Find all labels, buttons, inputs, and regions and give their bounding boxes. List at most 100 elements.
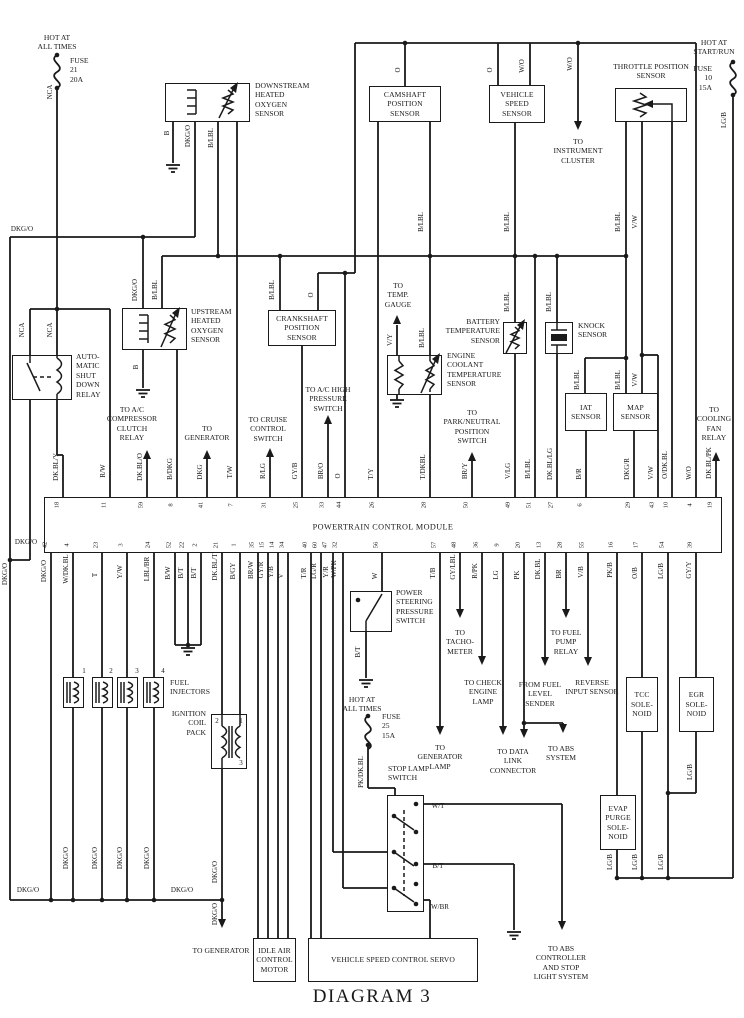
- battery-temp-sensor-label-text: SENSOR: [470, 335, 500, 345]
- wire-color-label: T/W: [226, 465, 234, 479]
- fuse-25-label-text: FUSE: [382, 712, 401, 721]
- wire-color-label: DKG/O: [1, 562, 9, 586]
- idle-air-control-motor-label: IDLE AIR: [258, 945, 291, 955]
- power-steering-switch-label-text: POWER: [396, 588, 423, 597]
- wire-color-label: T/R: [300, 567, 308, 579]
- to-cooling-fan-relay-text: RELAY: [701, 432, 727, 442]
- throttle-position-sensor-label-text: THROTTLE POSITION: [613, 62, 689, 71]
- wire-color-label: B/LBL: [503, 212, 511, 232]
- wire-color-label: PK: [513, 570, 521, 580]
- wire-color-label: PK/B: [606, 562, 614, 578]
- pcm-pin-number: 22: [178, 541, 186, 549]
- iat-sensor-label: SENSOR: [571, 412, 601, 421]
- to-ac-high-pressure-switch-text: PRESSURE: [309, 394, 347, 404]
- wire-color-label: DKG/O: [62, 846, 70, 870]
- pcm-pin-number: 9: [493, 543, 501, 547]
- wire-color-label: B/LBL: [417, 212, 425, 232]
- pcm-pin-number: 48: [450, 541, 458, 549]
- pcm-pin-number: 31: [260, 501, 268, 509]
- pcm-pin-number: 51: [525, 501, 533, 509]
- wire-color-label: T/Y: [367, 468, 375, 480]
- wire-color-label: B/LBL: [151, 280, 159, 300]
- upstream-oxygen-sensor-label-text: OXYGEN: [191, 325, 224, 335]
- asd-relay-label-text: MATIC: [76, 361, 100, 371]
- wire-color-label: LG/B: [657, 563, 665, 579]
- vehicle-speed-control-servo: VEHICLE SPEED CONTROL SERVO: [308, 938, 478, 982]
- wire-color-label: O: [394, 67, 402, 73]
- to-ac-high-pressure-switch-text: TO A/C HIGH: [305, 385, 351, 394]
- wire-color-label: V: [277, 573, 285, 579]
- ignition-coil-pack-label-text: PACK: [186, 727, 206, 737]
- wire-color-label: 3: [239, 759, 243, 767]
- pcm-pin-number: 4: [63, 543, 71, 547]
- power-steering-switch-label-text: STEERING: [396, 597, 433, 607]
- stop-lamp-switch-label-text: STOP LAMP: [388, 764, 430, 773]
- camshaft-position-sensor-label: CAMSHAFT: [383, 89, 427, 99]
- pcm-pin-number: 19: [706, 501, 714, 509]
- to-fuel-pump-relay-text: RELAY: [553, 646, 579, 656]
- upstream-oxygen-sensor-label-text: UPSTREAM: [191, 307, 232, 316]
- wire-color-label: LG/R: [310, 563, 318, 579]
- pcm-pin-number: 17: [632, 541, 640, 549]
- vehicle-speed-sensor-label: SPEED: [505, 99, 529, 109]
- pcm-pin-number: 28: [556, 541, 564, 549]
- pcm-pin-number: 29: [624, 501, 632, 509]
- wire-color-label: T: [91, 572, 99, 578]
- pcm: [44, 497, 722, 553]
- wire-color-label: DK.BL/Y: [52, 453, 60, 481]
- pcm-title: POWERTRAIN CONTROL MODULE: [312, 522, 454, 532]
- idle-air-control-motor-label: CONTROL: [256, 955, 293, 965]
- to-cooling-fan-relay-text: COOLING: [696, 414, 732, 424]
- wire-color-label: DKG/O: [211, 860, 219, 884]
- wire-color-label: W/DK.BL: [62, 554, 70, 584]
- wire-color-label: R/PK: [471, 563, 479, 579]
- wire-color-label: DKG/O: [116, 846, 124, 870]
- vehicle-speed-sensor-label: SENSOR: [502, 108, 532, 118]
- to-tachometer-text: TO: [454, 628, 465, 637]
- tcc-solenoid-label: SOLE-: [630, 699, 653, 709]
- downstream-oxygen-sensor-label-text: DOWNSTREAM: [255, 81, 310, 90]
- from-fuel-level-sender-text: SENDER: [525, 698, 555, 708]
- vehicle-speed-control-servo-label: VEHICLE SPEED CONTROL SERVO: [331, 955, 455, 965]
- to-cruise-control-switch-text: SWITCH: [253, 433, 283, 443]
- wire-color-label: GY/LBL: [449, 554, 457, 580]
- wire-color-label: W/O: [685, 466, 693, 480]
- wire-color-label: B/LBL: [503, 292, 511, 312]
- wire-color-label: LG/B: [657, 854, 665, 870]
- downstream-oxygen-sensor-label-text: SENSOR: [255, 109, 285, 119]
- wire-color-label: B: [132, 364, 140, 370]
- pcm-pin-number: 41: [197, 501, 205, 509]
- knock-sensor-label-text: SENSOR: [578, 330, 608, 340]
- to-check-engine-lamp-text: TO CHECK: [464, 678, 502, 687]
- wire-color-label: O/DK.BL: [661, 451, 669, 479]
- pcm-pin-number: 28: [420, 501, 428, 509]
- pcm-pin-number: 13: [535, 541, 543, 549]
- evap-purge-solenoid-label: PURGE: [605, 813, 631, 823]
- wire-color-label: DK.BL/O: [136, 453, 144, 481]
- crankshaft-position-sensor-label: CRANKSHAFT: [276, 313, 328, 323]
- wire-color-label: T/B: [429, 567, 437, 579]
- evap-purge-solenoid-label: NOID: [608, 831, 628, 841]
- to-park-neutral-position-switch-text: PARK/NEUTRAL: [443, 417, 501, 427]
- pcm-pin-number: 15: [258, 541, 266, 549]
- evap-purge-solenoid-label: SOLE-: [606, 822, 629, 832]
- to-data-link-connector-text: CONNECTOR: [489, 765, 537, 775]
- fuel-injectors-label-text: INJECTORS: [170, 687, 210, 697]
- wire-color-label: NCA: [46, 84, 54, 100]
- wire-color-label: B/LBL: [573, 370, 581, 390]
- wire-color-label: 1: [239, 717, 243, 725]
- fuse-10-label-text: FUSE: [693, 64, 712, 73]
- wire-color-label: DKG: [196, 464, 204, 480]
- wire-color-label: LG/B: [631, 854, 639, 870]
- pcm-pin-number: 34: [278, 541, 286, 549]
- to-temp-gauge-text: GAUGE: [384, 299, 412, 309]
